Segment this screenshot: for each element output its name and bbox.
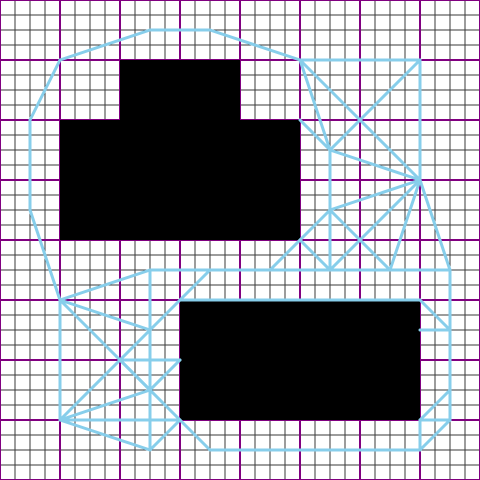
mesh-edge [418, 418, 452, 452]
mesh-edge [388, 178, 422, 272]
mesh-edge [268, 238, 302, 272]
mesh-edge [28, 58, 62, 122]
mesh-edge [328, 238, 362, 272]
mesh-edge [58, 298, 152, 332]
mesh-edge [28, 208, 62, 302]
mesh-edge [418, 388, 452, 422]
navigation-mesh [28, 28, 452, 452]
mesh-edge [58, 28, 152, 62]
mesh-edge [298, 208, 332, 242]
mesh-edge [58, 268, 152, 302]
obstacle-upper [60, 60, 300, 240]
mesh-edge [298, 58, 362, 122]
mesh-edge [358, 58, 422, 122]
mesh-edge [58, 298, 122, 362]
mesh-edge [298, 238, 332, 272]
obstacles [60, 60, 420, 420]
mesh-edge [58, 418, 152, 452]
mesh-edge [358, 178, 422, 242]
mesh-edge [328, 178, 422, 212]
mesh-edge [178, 418, 212, 452]
mesh-edge [328, 148, 422, 182]
mesh-edge [298, 118, 332, 152]
mesh-edge [58, 388, 152, 422]
mesh-edge [358, 118, 422, 182]
mesh-edge [208, 28, 302, 62]
mesh-edge [118, 328, 152, 362]
mesh-edge [148, 298, 182, 332]
mesh-edge [328, 208, 362, 242]
mesh-edge [148, 358, 182, 392]
mesh-edge [418, 178, 452, 272]
obstacle-lower [180, 300, 420, 420]
mesh-edge [358, 238, 392, 272]
mesh-edge [418, 298, 452, 332]
mesh-edge [58, 358, 122, 422]
mesh-edge [328, 118, 362, 152]
mesh-edge [298, 58, 332, 152]
mesh-edge [148, 418, 182, 452]
mesh-edge [178, 268, 212, 302]
